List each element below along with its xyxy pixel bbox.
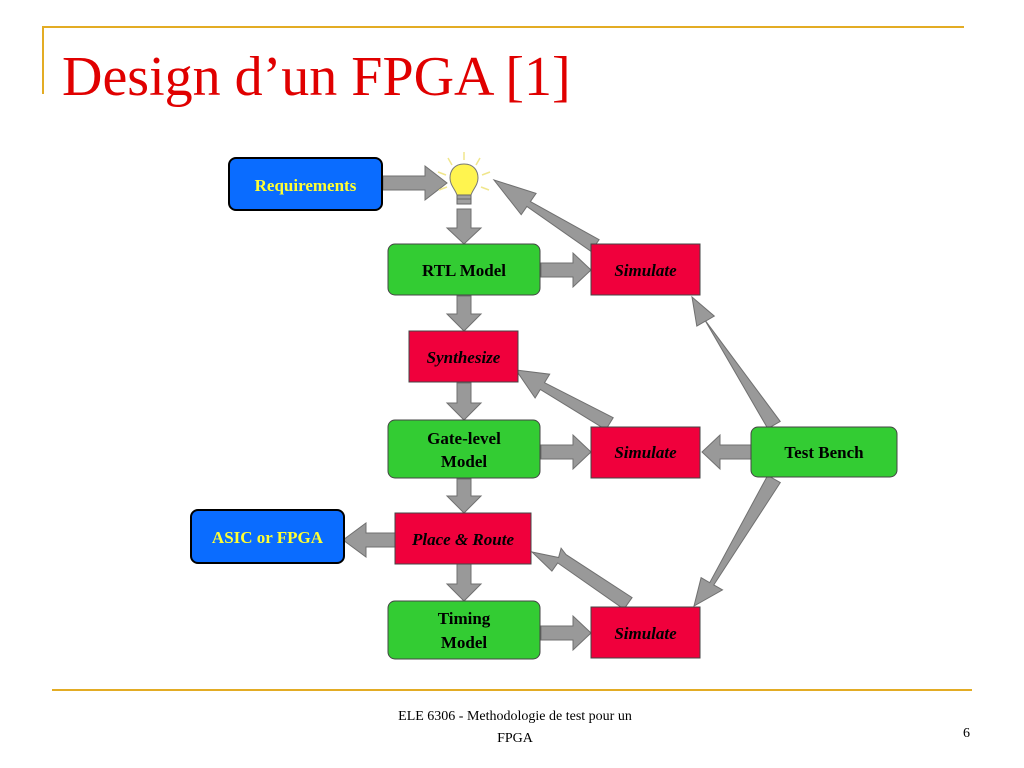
- simulate-rtl-label: Simulate: [614, 261, 677, 280]
- gate-level-label-line2: Model: [441, 452, 488, 471]
- asic-or-fpga-box: [190, 509, 345, 564]
- slide-number: 6: [963, 726, 970, 741]
- simulate-timing-label: Simulate: [614, 624, 677, 643]
- bottom-accent-line: [52, 689, 972, 691]
- footer-line-2: FPGA: [497, 731, 533, 746]
- arrow-testbench-to-simulate-rtl: [691, 295, 781, 430]
- place-route-label: Place & Route: [411, 530, 514, 549]
- arrow-simulate-rtl-to-idea: [492, 179, 600, 252]
- arrow-simulate-gate-to-synthesize: [514, 369, 614, 431]
- footer: ELE 6306 - Methodologie de test pour un …: [350, 706, 680, 750]
- requirements-box: [228, 157, 383, 211]
- arrow-synthesize-to-gate: [445, 382, 483, 421]
- rtl-model-label: RTL Model: [422, 261, 506, 280]
- footer-line-1: ELE 6306 - Methodologie de test pour un: [398, 709, 632, 724]
- lightbulb-icon: [437, 152, 491, 205]
- simulate-timing-box: [590, 606, 701, 659]
- arrow-testbench-to-simulate: [701, 433, 752, 471]
- arrow-idea-to-rtl: [445, 208, 483, 245]
- arrow-gate-to-place-route: [445, 478, 483, 514]
- arrow-simulate-timing-to-place-route: [530, 547, 633, 610]
- simulate-rtl-box: [590, 243, 701, 296]
- test-bench-label: Test Bench: [784, 443, 864, 462]
- simulate-gate-label: Simulate: [614, 443, 677, 462]
- timing-label-line1: Timing: [438, 609, 491, 628]
- arrow-place-route-to-asic: [342, 522, 396, 558]
- test-bench-box: [750, 426, 898, 478]
- rtl-model-box: [387, 243, 541, 296]
- slide-title: Design d’un FPGA [1]: [62, 46, 571, 108]
- arrow-rtl-to-simulate: [540, 251, 592, 289]
- arrow-gate-to-simulate: [540, 433, 592, 471]
- arrow-requirements-to-idea: [382, 164, 448, 202]
- arrow-place-route-to-timing: [445, 563, 483, 602]
- synthesize-label: Synthesize: [427, 348, 501, 367]
- arrow-testbench-to-simulate-timing: [693, 474, 782, 608]
- gate-level-model-box: [387, 419, 541, 479]
- place-route-box: [394, 512, 532, 565]
- arrows: [342, 164, 782, 652]
- left-accent-line: [42, 26, 44, 94]
- gate-level-label-line1: Gate-level: [427, 429, 501, 448]
- timing-model-box: [387, 600, 541, 660]
- timing-label-line2: Model: [441, 633, 488, 652]
- asic-or-fpga-label: ASIC or FPGA: [212, 528, 324, 547]
- requirements-label: Requirements: [255, 176, 357, 195]
- top-accent-line: [42, 26, 964, 28]
- simulate-gate-box: [590, 426, 701, 479]
- arrow-rtl-to-synthesize: [445, 295, 483, 332]
- arrow-timing-to-simulate: [540, 614, 592, 652]
- synthesize-box: [408, 330, 519, 383]
